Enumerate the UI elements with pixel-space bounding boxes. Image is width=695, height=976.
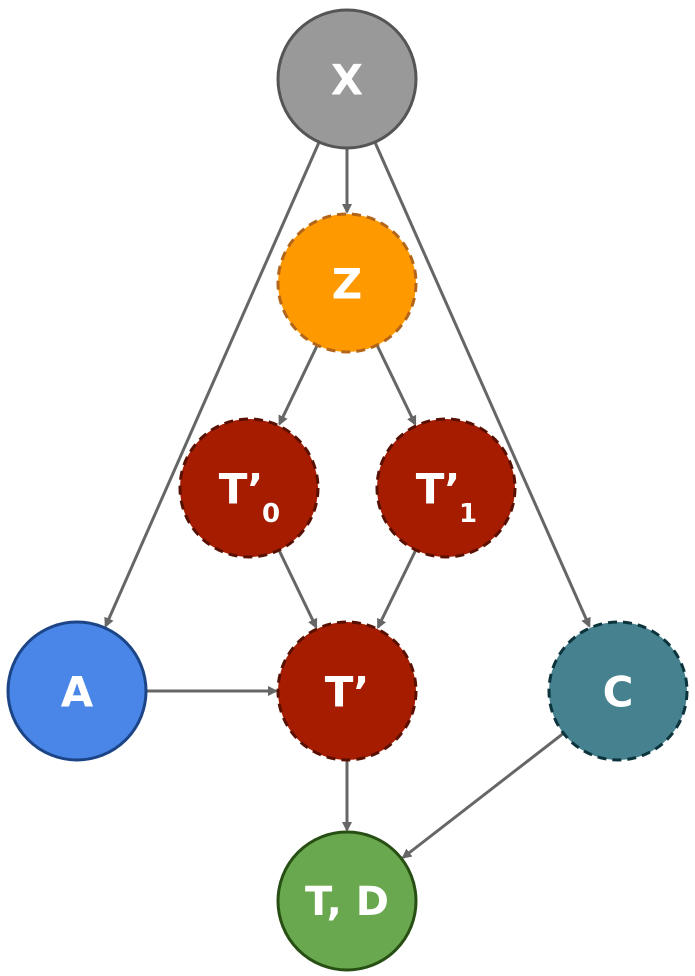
edge-x-to-a [104,141,321,628]
node-t0: T’0 [178,417,320,559]
node-label-c: C [603,668,634,717]
node-z: Z [276,212,418,354]
node-label-x: X [331,56,363,105]
node-tp: T’ [276,620,418,762]
node-subscript-t1: 1 [459,499,477,529]
node-t1: T’1 [375,417,517,559]
node-label-z: Z [332,260,362,309]
edge-z-to-t1 [375,344,417,426]
node-label-tp: T’ [325,668,370,717]
edge-t0-to-tp [277,549,318,629]
node-circle-tp [276,620,418,762]
edges-layer [104,141,591,859]
node-label-td: T, D [305,879,389,925]
node-circle-a [6,620,148,762]
node-label-t0: T’ [219,465,264,514]
node-subscript-t0: 0 [262,499,280,529]
node-circle-t0 [178,417,320,559]
node-circle-z [276,212,418,354]
node-a: A [6,620,148,762]
edge-c-to-td [401,732,565,859]
edge-z-to-t0 [278,344,319,426]
node-circle-c [547,620,689,762]
node-label-t1: T’ [416,465,461,514]
node-label-a: A [61,668,94,717]
edge-t1-to-tp [376,549,418,629]
edge-x-to-c [373,141,591,628]
node-circle-x [276,8,418,150]
node-circle-t1 [375,417,517,559]
node-x: X [276,8,418,150]
node-td: T, D [276,830,418,972]
node-circle-td [276,830,418,972]
node-c: C [547,620,689,762]
